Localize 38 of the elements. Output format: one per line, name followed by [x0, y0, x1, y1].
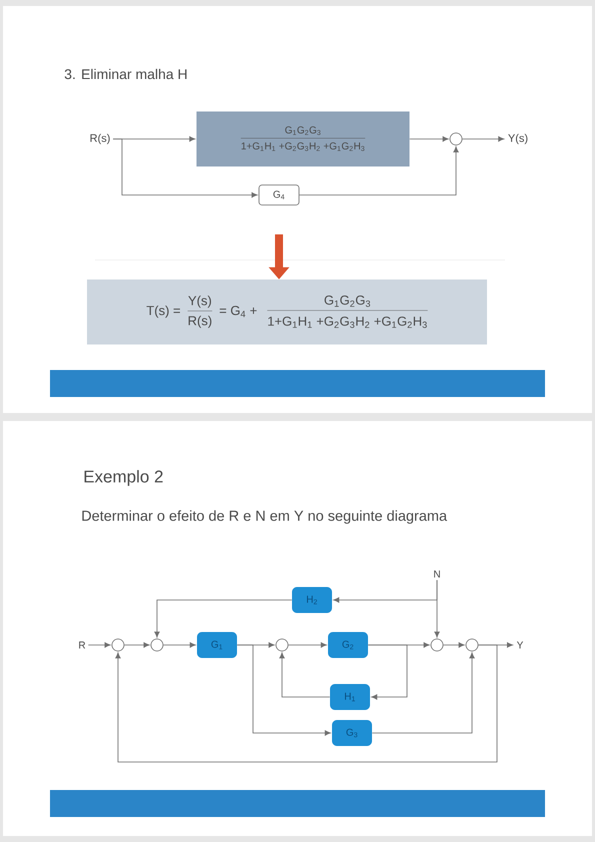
arrow — [112, 138, 258, 198]
instruction-text: Determinar o efeito de R e N em Y no seguinte diagrama — [82, 510, 448, 524]
transfer-block: G$_{3}$ — [332, 720, 372, 746]
heading: Exemplo 2 — [84, 470, 163, 486]
arrow — [409, 136, 449, 142]
signal-label: Y — [516, 642, 524, 648]
arrow — [443, 642, 465, 648]
arrow — [372, 652, 475, 734]
summing-junction — [466, 638, 478, 652]
arrow — [236, 644, 331, 736]
summing-junction — [450, 132, 462, 146]
formula-box: T(s) = Y(s) R(s) = G$_{4}$ + G$_{1}$G$_{2}$G$_{3}$ 1+G$_{1}$H$_{1}$ +G$_{2}$G$_{3}$H$_{2}$ +G$_{1}$G$_{2}$H$_{3}$ — [87, 280, 487, 344]
arrow — [462, 136, 504, 142]
arrow — [299, 146, 459, 196]
summing-junction — [150, 638, 164, 652]
transfer-block: G$_{1}$ — [197, 632, 237, 658]
summing-junction — [276, 638, 288, 652]
signal-label: R — [79, 642, 86, 648]
arrow — [88, 642, 111, 648]
summing-junction — [112, 638, 124, 652]
signal-label: R(s) — [90, 134, 110, 144]
transfer-block: H$_{1}$ — [330, 684, 370, 710]
summing-junction — [430, 638, 444, 652]
arrow — [288, 642, 327, 648]
signal-label: N — [434, 570, 440, 578]
heading: 3. Eliminar malha H — [64, 68, 186, 80]
transfer-block: G$_{2}$ — [328, 632, 368, 658]
transfer-block: G$_{4}$ — [258, 184, 300, 206]
arrow — [368, 644, 408, 700]
arrow — [333, 580, 438, 603]
arrow — [279, 652, 330, 698]
arrow — [115, 644, 498, 762]
arrow — [124, 642, 150, 648]
arrow — [163, 642, 196, 648]
transfer-function-box: G$_{1}$G$_{2}$G$_{3}$ 1+G$_{1}$H$_{1}$ +G$_{2}$G$_{3}$H$_{2}$ +G$_{1}$G$_{2}$H$_{3}$ — [196, 112, 410, 166]
transfer-block: H$_{2}$ — [292, 587, 332, 613]
signal-label: Y(s) — [508, 134, 528, 144]
arrow — [154, 600, 292, 638]
